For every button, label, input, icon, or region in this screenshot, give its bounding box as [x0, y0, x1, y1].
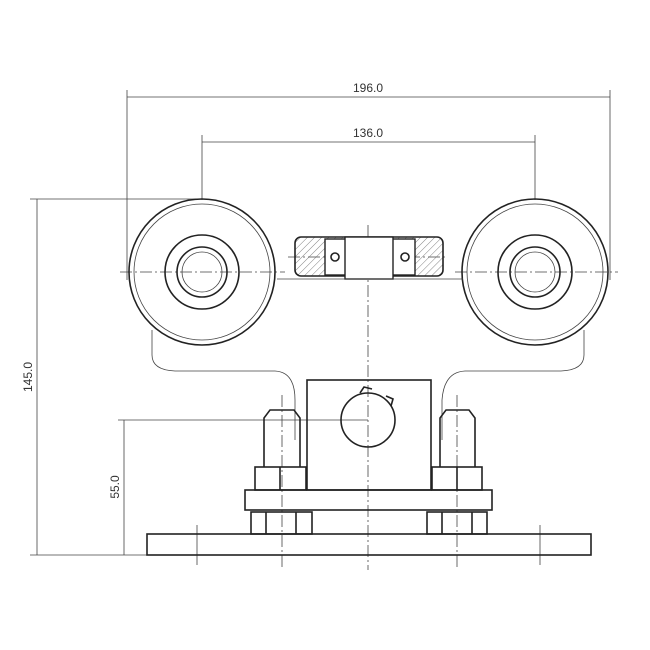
dimension-mount-height: 55.0: [108, 419, 368, 555]
left-wheel: [128, 198, 276, 346]
dimension-label-136: 136.0: [353, 126, 383, 140]
dimension-label-55: 55.0: [108, 475, 122, 499]
dimension-label-145: 145.0: [21, 362, 35, 392]
housing-block: [306, 379, 432, 491]
dimension-label-196: 196.0: [353, 81, 383, 95]
clamp-plate: [244, 489, 493, 511]
dimension-overall-width: 196.0: [126, 81, 611, 280]
right-wheel: [461, 198, 609, 346]
base-plate: [146, 533, 592, 556]
guide-bearing-section: [277, 236, 463, 280]
left-bolt: [250, 409, 313, 535]
bracket-outline-right: [441, 330, 585, 440]
dimension-overall-height: 145.0: [21, 198, 202, 556]
bracket-outline: [151, 330, 296, 440]
dimension-wheel-spacing: 136.0: [201, 126, 536, 200]
